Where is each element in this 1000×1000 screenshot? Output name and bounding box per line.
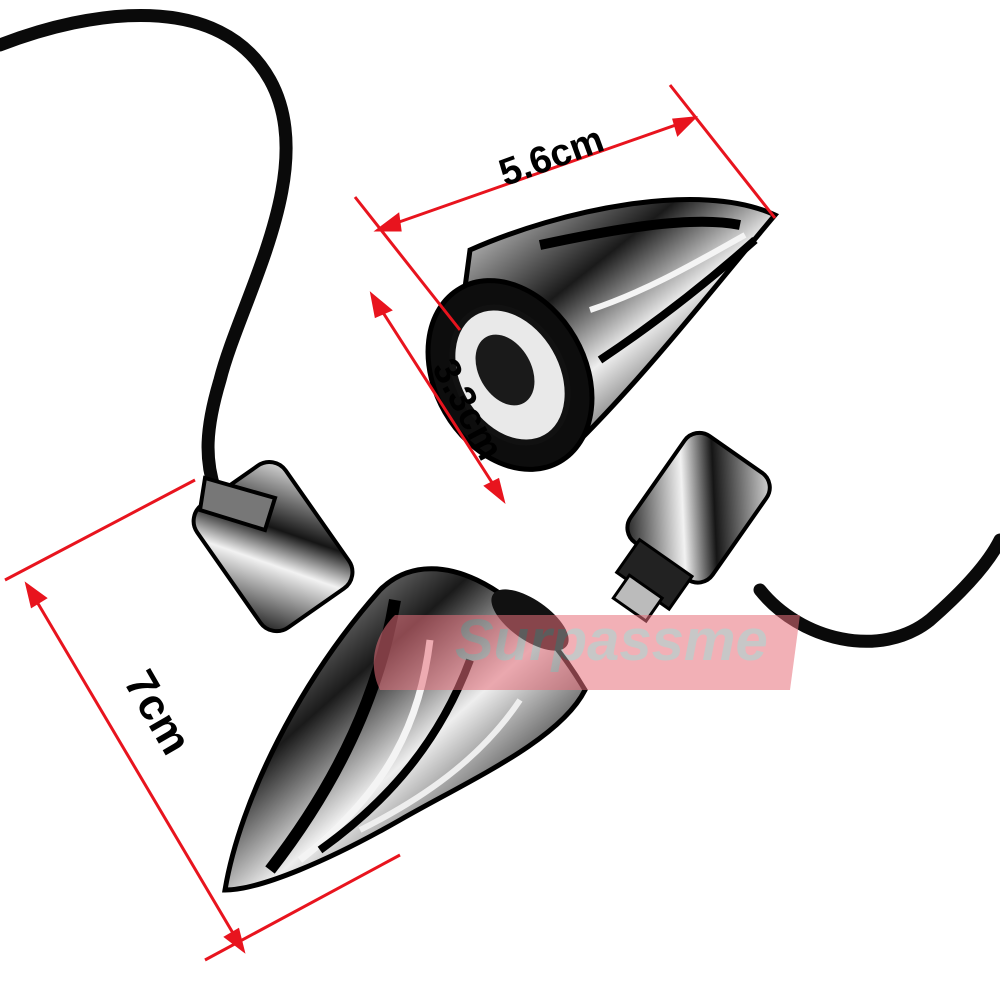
watermark-text: Surpassme [455, 608, 768, 673]
right-cable [753, 533, 1000, 648]
dimension-length-left [4, 478, 401, 962]
label-length-left: 7cm [114, 662, 200, 763]
watermark-logo-mark [373, 615, 800, 690]
label-length-top: 5.6cm [494, 119, 610, 195]
dimension-length-top [353, 84, 777, 331]
left-cable [0, 8, 293, 497]
right-turn-signal-light [425, 197, 780, 624]
watermark: Surpassme [373, 608, 800, 690]
dimension-diameter [369, 291, 506, 505]
